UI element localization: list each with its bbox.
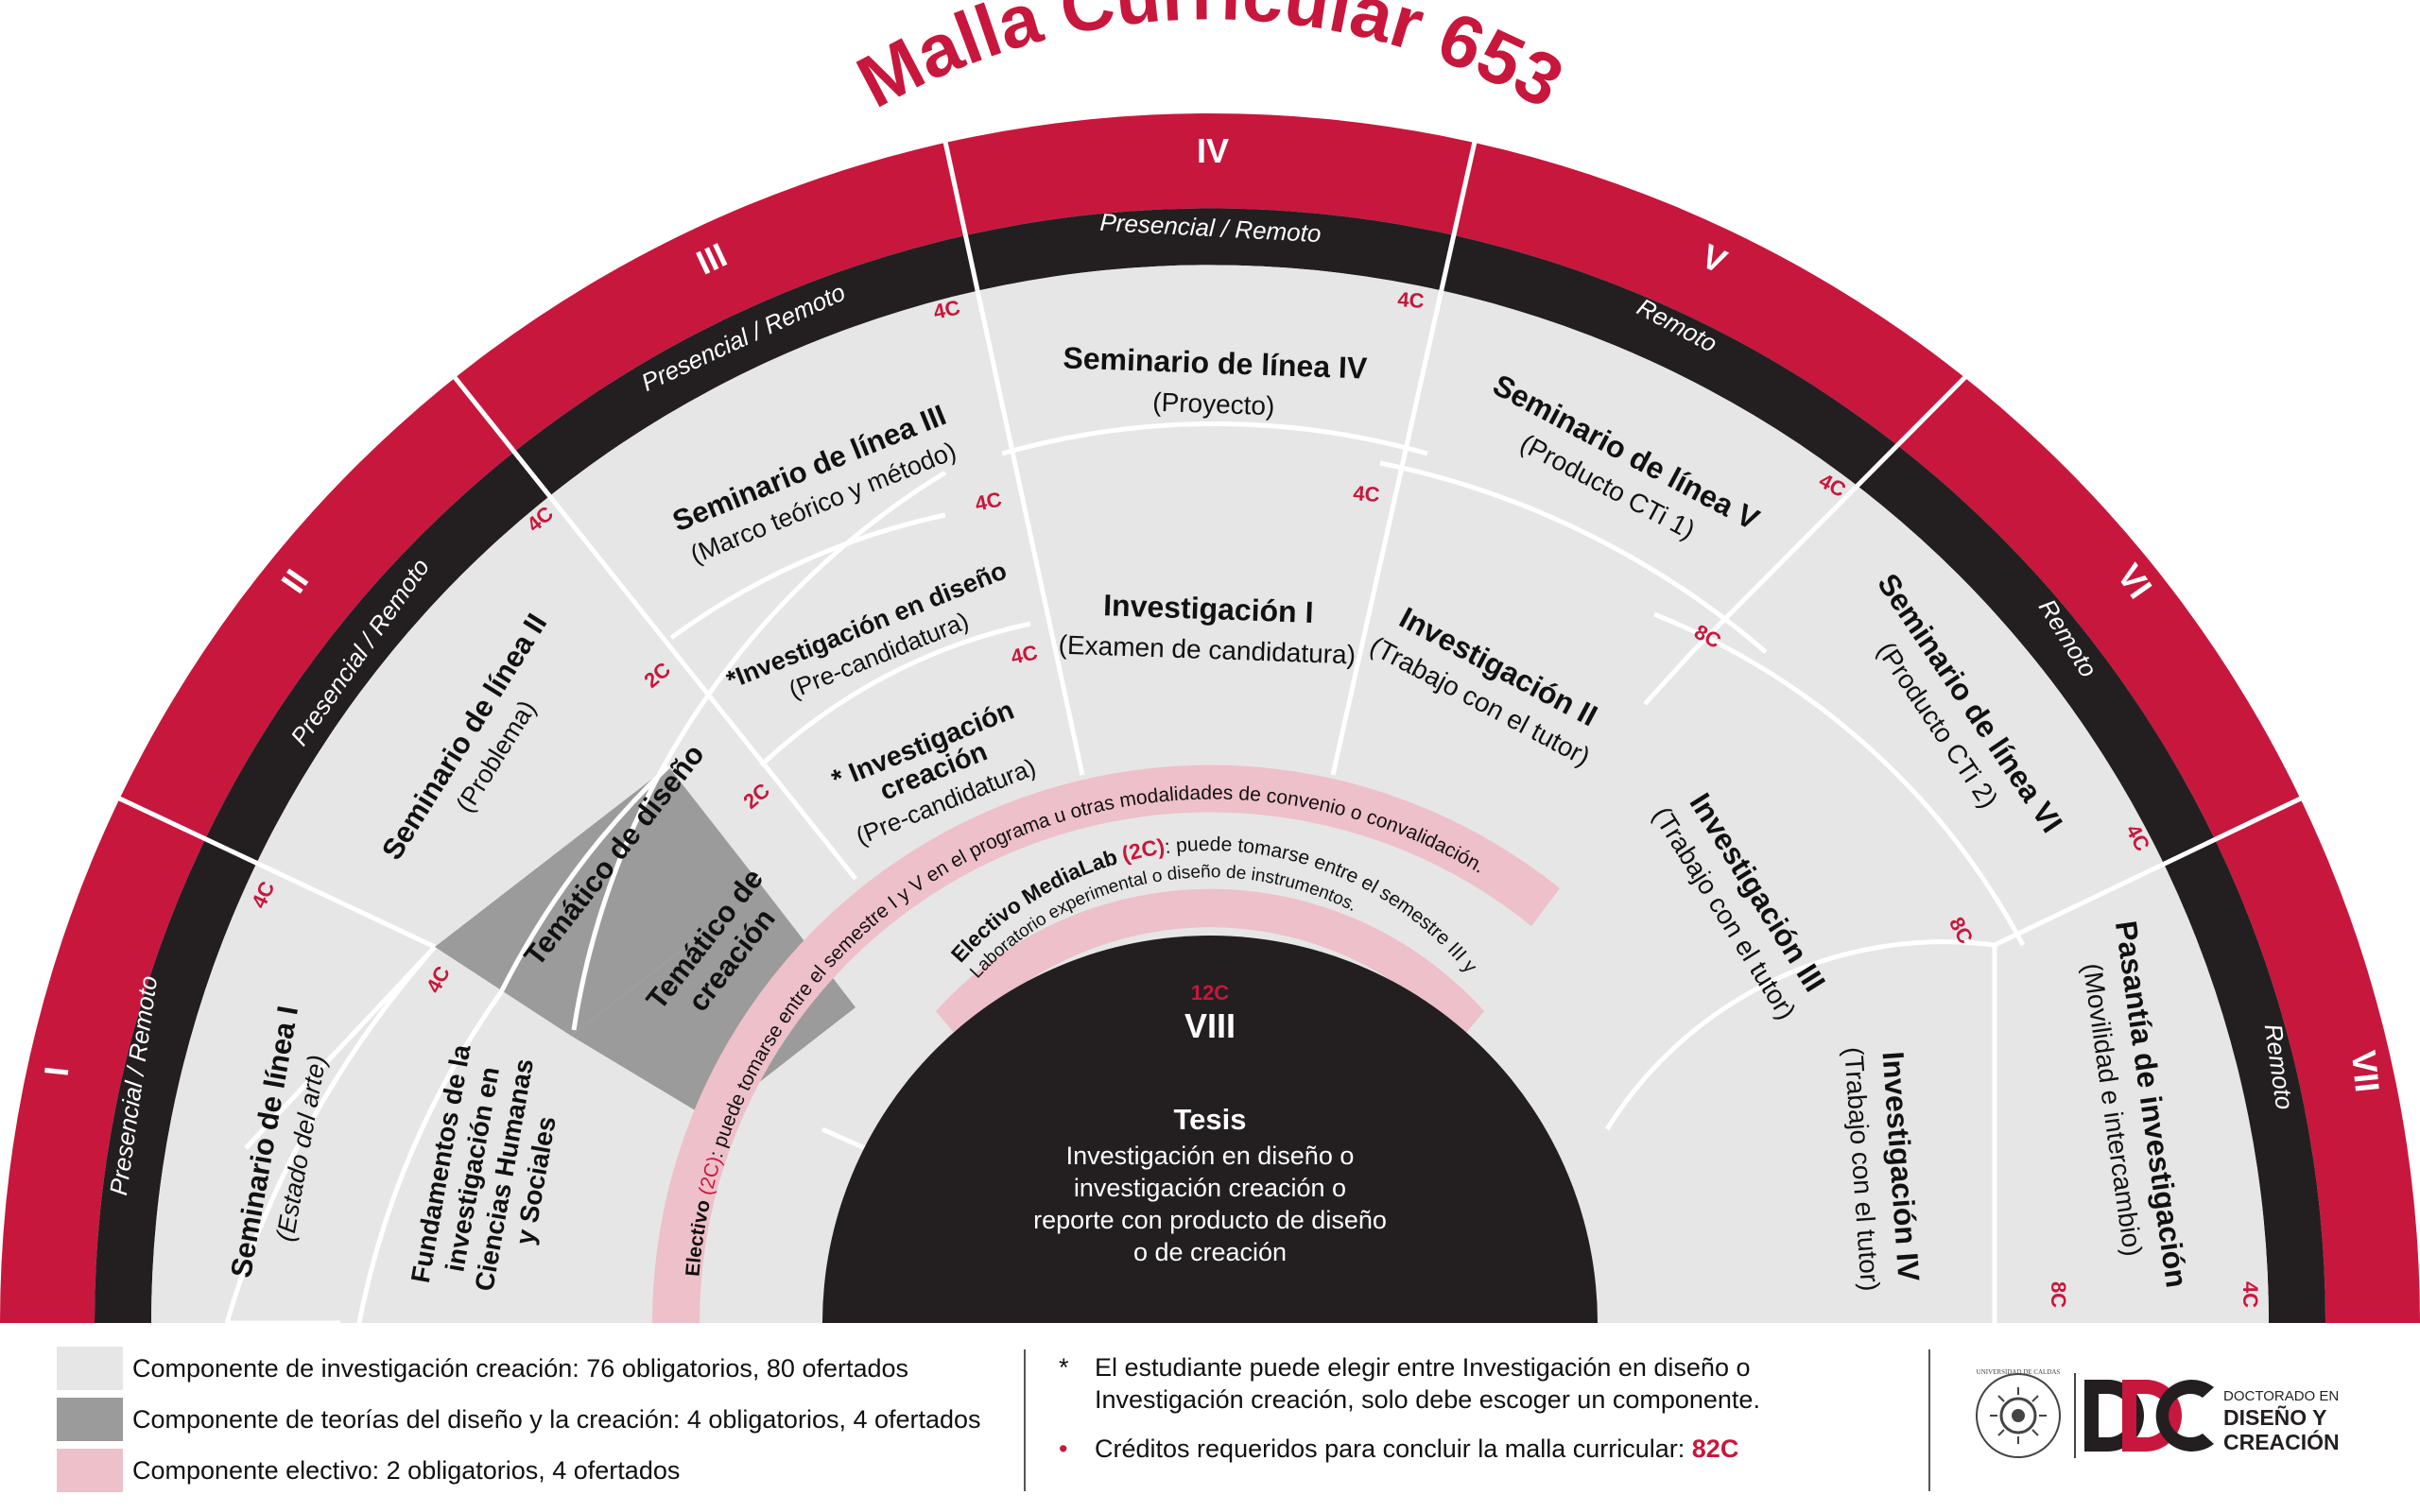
legend-swatch bbox=[57, 1398, 123, 1441]
legend-item-investigacion: Componente de investigación creación: 76… bbox=[57, 1347, 908, 1390]
legend-divider-2 bbox=[1928, 1349, 1930, 1491]
svg-text:investigación creación o: investigación creación o bbox=[1074, 1174, 1346, 1202]
legend: Componente de investigación creación: 76… bbox=[0, 1321, 2420, 1512]
svg-text:DOCTORADO EN: DOCTORADO EN bbox=[2223, 1388, 2339, 1404]
credits-s3: 4C bbox=[931, 295, 962, 323]
universidad-caldas-seal: UNIVERSIDAD DE CALDAS bbox=[1976, 1368, 2061, 1458]
legend-label: Componente de investigación creación: 76… bbox=[132, 1353, 909, 1383]
svg-text:UNIVERSIDAD DE CALDAS: UNIVERSIDAD DE CALDAS bbox=[1977, 1368, 2061, 1376]
asterisk-mark: * bbox=[1059, 1353, 1069, 1382]
svg-text:reporte con producto de diseño: reporte con producto de diseño bbox=[1033, 1206, 1387, 1234]
tesis-semicircle[interactable] bbox=[822, 936, 1598, 1323]
tesis-content: VIII Tesis Investigación en diseño o inv… bbox=[1033, 1006, 1387, 1266]
svg-text:Investigación I: Investigación I bbox=[1103, 588, 1314, 629]
viii-number: VIII bbox=[1184, 1006, 1236, 1045]
credits-inv-cre: 4C bbox=[1009, 640, 1040, 668]
legend-label: Componente electivo: 2 obligatorios, 4 o… bbox=[132, 1455, 681, 1485]
semester-num-7: VII bbox=[2344, 1049, 2387, 1094]
svg-text:Investigación en diseño o: Investigación en diseño o bbox=[1066, 1142, 1355, 1170]
total-credits: 82C bbox=[1691, 1435, 1739, 1463]
credits-inv1: 4C bbox=[1353, 481, 1381, 507]
semester-num-1: I bbox=[37, 1065, 77, 1078]
credits-s4: 4C bbox=[1397, 287, 1426, 313]
curriculum-diagram: Malla Curricular 653 I II III IV V VI VI… bbox=[0, 0, 2420, 1323]
svg-text:Malla Curricular 653: Malla Curricular 653 bbox=[844, 0, 1577, 124]
credits-inv4: 8C bbox=[2047, 1281, 2070, 1308]
tesis-title: Tesis bbox=[1174, 1103, 1247, 1136]
electivo-band[interactable] bbox=[651, 765, 1560, 1323]
note-eleccion: * El estudiante puede elegir entre Inves… bbox=[1059, 1353, 1760, 1414]
svg-text:CREACIÓN: CREACIÓN bbox=[2223, 1429, 2340, 1454]
legend-label: Componente de teorías del diseño y la cr… bbox=[132, 1404, 981, 1434]
legend-item-electivo: Componente electivo: 2 obligatorios, 4 o… bbox=[57, 1449, 680, 1492]
tematico-creacion-cell[interactable] bbox=[571, 887, 856, 1120]
medialab-band[interactable] bbox=[936, 888, 1484, 1040]
legend-swatch bbox=[57, 1449, 123, 1492]
ddc-logo: DOCTORADO EN DISEÑO Y CREACIÓN bbox=[2084, 1380, 2340, 1454]
cell-separators bbox=[112, 141, 2308, 1323]
credits-inv-dis: 4C bbox=[973, 487, 1004, 515]
credits-pasantia: 4C bbox=[2238, 1281, 2262, 1308]
semester-num-4: IV bbox=[1197, 131, 1229, 170]
credits-viii: 12C bbox=[1191, 981, 1229, 1005]
tematico-diseno-cell[interactable] bbox=[435, 766, 763, 1036]
svg-text:(Proyecto): (Proyecto) bbox=[1152, 387, 1275, 421]
bullet-icon: • bbox=[1059, 1435, 1068, 1463]
page-title: Malla Curricular 653 bbox=[844, 0, 1577, 124]
svg-text:DISEÑO Y: DISEÑO Y bbox=[2223, 1404, 2327, 1430]
legend-divider bbox=[1024, 1349, 1026, 1491]
logos: UNIVERSIDAD DE CALDAS DOCTORADO EN DISEÑ… bbox=[1976, 1368, 2340, 1458]
legend-item-teorias: Componente de teorías del diseño y la cr… bbox=[57, 1398, 981, 1441]
svg-text:o de creación: o de creación bbox=[1133, 1238, 1287, 1266]
legend-swatch bbox=[57, 1347, 123, 1390]
note-creditos: • Créditos requeridos para concluir la m… bbox=[1059, 1435, 1739, 1463]
